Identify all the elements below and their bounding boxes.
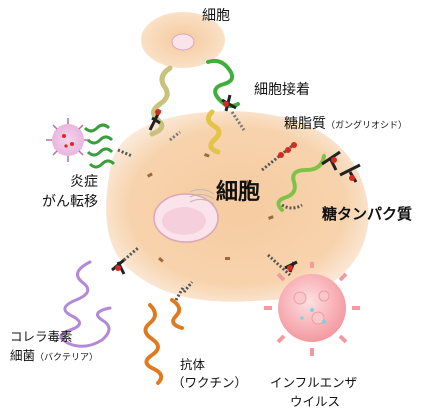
- label-glycolipid: 糖脂質（ガングリオシド）: [284, 116, 407, 132]
- label-cholera-toxin: コレラ毒素: [10, 329, 73, 344]
- inflammation-green-coils: [83, 123, 116, 169]
- label-antibody-note: （ワクチン）: [172, 375, 248, 390]
- inflammation-cell: [46, 118, 90, 162]
- influenza-virus: [264, 262, 360, 356]
- label-antibody: 抗体: [180, 357, 206, 372]
- golgi: [189, 188, 215, 205]
- yellow-chain: [206, 109, 222, 155]
- label-bacteria: 細菌（バクテリア）: [10, 348, 99, 363]
- label-glycolipid-note: （ガングリオシド）: [326, 121, 408, 131]
- label-influenza-line1: インフルエンザ: [270, 375, 358, 390]
- glycolipid-sugars: [278, 142, 297, 158]
- label-inflammation: 炎症: [70, 174, 98, 190]
- label-cell-adhesion: 細胞接着: [254, 82, 310, 98]
- glycoprotein-chain: [276, 154, 326, 212]
- label-glycolipid-main: 糖脂質: [284, 116, 326, 132]
- khaki-chain: [149, 65, 173, 137]
- label-cancer-metastasis: がん転移: [42, 194, 98, 210]
- label-bacteria-note: （バクテリア）: [35, 353, 99, 363]
- label-bacteria-main: 細菌: [10, 348, 36, 363]
- label-glycoprotein: 糖タンパク質: [322, 205, 413, 223]
- label-influenza-line2: ウイルス: [290, 394, 341, 409]
- orange-chain: [143, 303, 164, 385]
- label-center-cell: 細胞: [216, 180, 261, 205]
- label-top-cell: 細胞: [202, 8, 230, 24]
- purple-chain: [59, 260, 112, 348]
- cell-granules: [147, 152, 274, 263]
- top-nucleus: [171, 33, 195, 51]
- main-cell: [106, 111, 369, 302]
